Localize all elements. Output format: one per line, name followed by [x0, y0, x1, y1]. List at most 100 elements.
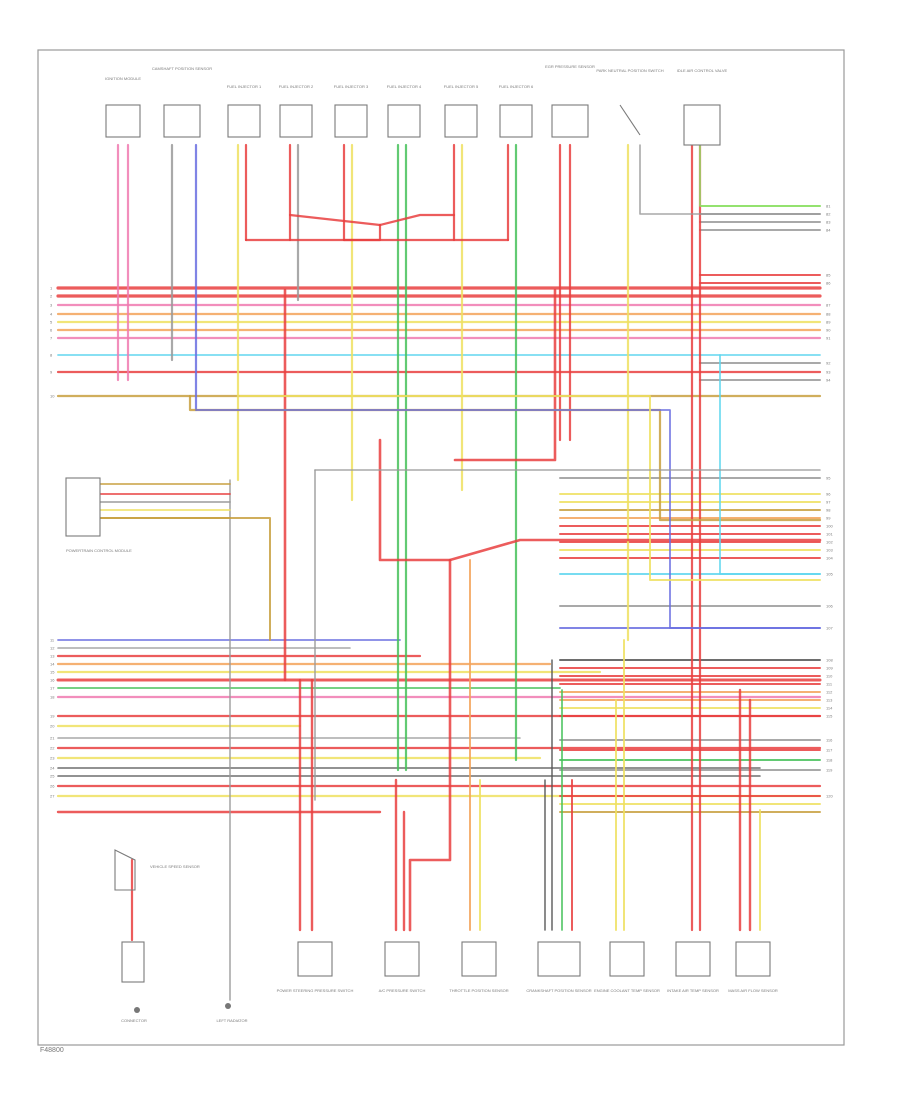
red-trunk-4: [453, 288, 557, 462]
ignition-module-label: IGNITION MODULE: [105, 76, 141, 81]
fuel-injector-5-label: FUEL INJECTOR 5: [444, 84, 479, 89]
throttle-position-sensor: THROTTLE POSITION SENSOR: [449, 941, 509, 993]
right-pin-number: 108: [826, 658, 833, 663]
left-pin-number: 23: [50, 756, 55, 761]
right-pin-number: 87: [826, 303, 831, 308]
right-pin-number: 112: [826, 690, 833, 695]
egr-pressure-sensor-label: EGR PRESSURE SENSOR: [545, 64, 595, 69]
maf-sensor-label: MASS AIR FLOW SENSOR: [728, 988, 778, 993]
left-pin-number: 26: [50, 784, 55, 789]
left-pin-number: 22: [50, 746, 55, 751]
left-pin-number: 7: [50, 336, 53, 341]
ac-pressure-switch-label: A/C PRESSURE SWITCH: [379, 988, 426, 993]
left-pin-number: 25: [50, 774, 55, 779]
vehicle-speed-sensor-switch: VEHICLE SPEED SENSOR: [114, 849, 200, 891]
idle-air-gray: [639, 144, 821, 215]
fuel-injector-6: FUEL INJECTOR 6: [499, 84, 534, 138]
idle-air-control-valve-label: IDLE AIR CONTROL VALVE: [677, 68, 728, 73]
right-pin-number: 109: [826, 666, 833, 671]
iat-sensor-label: INTAKE AIR TEMP SENSOR: [667, 988, 719, 993]
fuel-injector-2-label: FUEL INJECTOR 2: [279, 84, 314, 89]
ground-point-2: [225, 1003, 231, 1009]
fuel-injector-2: FUEL INJECTOR 2: [279, 84, 314, 138]
left-pin-number: 8: [50, 353, 53, 358]
right-pin-number: 114: [826, 706, 833, 711]
left-pin-number: 16: [50, 678, 55, 683]
right-pin-number: 93: [826, 370, 831, 375]
cyan-bundle: [719, 354, 821, 575]
left-pin-number: 21: [50, 736, 55, 741]
right-pin-number: 92: [826, 361, 831, 366]
fuel-injector-5: FUEL INJECTOR 5: [444, 84, 479, 138]
right-pin-number: 88: [826, 312, 831, 317]
left-pin-number: 17: [50, 686, 55, 691]
left-pin-number: 11: [50, 638, 55, 643]
left-pin-number: 20: [50, 724, 55, 729]
vss-label: VEHICLE SPEED SENSOR: [150, 864, 200, 869]
idle-air-green: [699, 144, 821, 207]
fuel-injector-4-label: FUEL INJECTOR 4: [387, 84, 422, 89]
injector-bus-3: [378, 213, 456, 227]
idle-air-control-valve: IDLE AIR CONTROL VALVE: [677, 68, 728, 146]
right-pin-number: 106: [826, 604, 833, 609]
right-pin-number: 96: [826, 492, 831, 497]
right-pin-number: 119: [826, 768, 833, 773]
right-pin-column: 8182838485868788899091929394959697989910…: [826, 204, 833, 799]
mass-air-flow-sensor: MASS AIR FLOW SENSOR: [728, 941, 778, 993]
left-radiator-connector: CONNECTOR LEFT RADIATOR: [121, 941, 248, 1023]
ect-sensor-label: ENGINE COOLANT TEMP SENSOR: [594, 988, 660, 993]
top-component-row: IGNITION MODULE CAMSHAFT POSITION SENSOR…: [105, 64, 728, 146]
red-trunk-3: [408, 558, 452, 932]
pcm-connector-block: POWERTRAIN CONTROL MODULE: [65, 477, 132, 553]
right-pin-number: 120: [826, 794, 833, 799]
fuel-injector-3: FUEL INJECTOR 3: [334, 84, 369, 138]
left-pin-number: 13: [50, 654, 55, 659]
park-neutral-position-switch: PARK NEUTRAL POSITION SWITCH: [596, 68, 664, 136]
blue-bundle: [195, 409, 821, 629]
right-pin-number: 103: [826, 548, 833, 553]
yellow-bundle: [239, 395, 821, 581]
ps-pressure-switch-label: POWER STEERING PRESSURE SWITCH: [277, 988, 354, 993]
camshaft-position-sensor: CAMSHAFT POSITION SENSOR: [152, 66, 212, 138]
crankshaft-position-sensor-label: CRANKSHAFT POSITION SENSOR: [526, 988, 591, 993]
ground-point: [134, 1007, 140, 1013]
left-radiator-label: LEFT RADIATOR: [216, 1018, 247, 1023]
injector-bus-1: [244, 223, 382, 242]
right-pin-number: 83: [826, 220, 831, 225]
right-pin-number: 99: [826, 516, 831, 521]
park-neutral-switch-label: PARK NEUTRAL POSITION SWITCH: [596, 68, 663, 73]
left-pin-number: 18: [50, 695, 55, 700]
injector-bus-4: [288, 213, 382, 227]
fuel-injector-4: FUEL INJECTOR 4: [387, 84, 422, 138]
right-pin-number: 105: [826, 572, 833, 577]
right-pin-number: 84: [826, 228, 831, 233]
left-pin-number: 10: [50, 394, 55, 399]
ac-pressure-switch: A/C PRESSURE SWITCH: [379, 941, 426, 993]
right-pin-number: 107: [826, 626, 833, 631]
fuel-injector-1-label: FUEL INJECTOR 1: [227, 84, 262, 89]
left-pin-number: 2: [50, 294, 53, 299]
left-pin-number: 15: [50, 670, 55, 675]
right-pin-number: 104: [826, 556, 833, 561]
right-pin-number: 94: [826, 378, 831, 383]
right-pin-number: 117: [826, 748, 833, 753]
connector-label: CONNECTOR: [121, 1018, 147, 1023]
right-pin-number: 101: [826, 532, 833, 537]
crankshaft-position-sensor: CRANKSHAFT POSITION SENSOR: [526, 941, 592, 993]
pcm-tan-lead: [99, 517, 271, 641]
wire-layer: [56, 143, 822, 1001]
diagram-frame: [37, 49, 845, 1046]
right-pin-number: 115: [826, 714, 833, 719]
camshaft-position-sensor-label: CAMSHAFT POSITION SENSOR: [152, 66, 212, 71]
left-pin-number: 12: [50, 646, 55, 651]
ps-pressure-switch: POWER STEERING PRESSURE SWITCH: [277, 941, 354, 993]
left-pin-number: 4: [50, 312, 53, 317]
ignition-module: IGNITION MODULE: [105, 76, 141, 138]
right-pin-number: 90: [826, 328, 831, 333]
left-pin-number: 3: [50, 303, 53, 308]
bottom-component-row: POWER STEERING PRESSURE SWITCH A/C PRESS…: [114, 849, 778, 1023]
right-pin-number: 116: [826, 738, 833, 743]
right-pin-number: 95: [826, 476, 831, 481]
right-pin-number: 100: [826, 524, 833, 529]
